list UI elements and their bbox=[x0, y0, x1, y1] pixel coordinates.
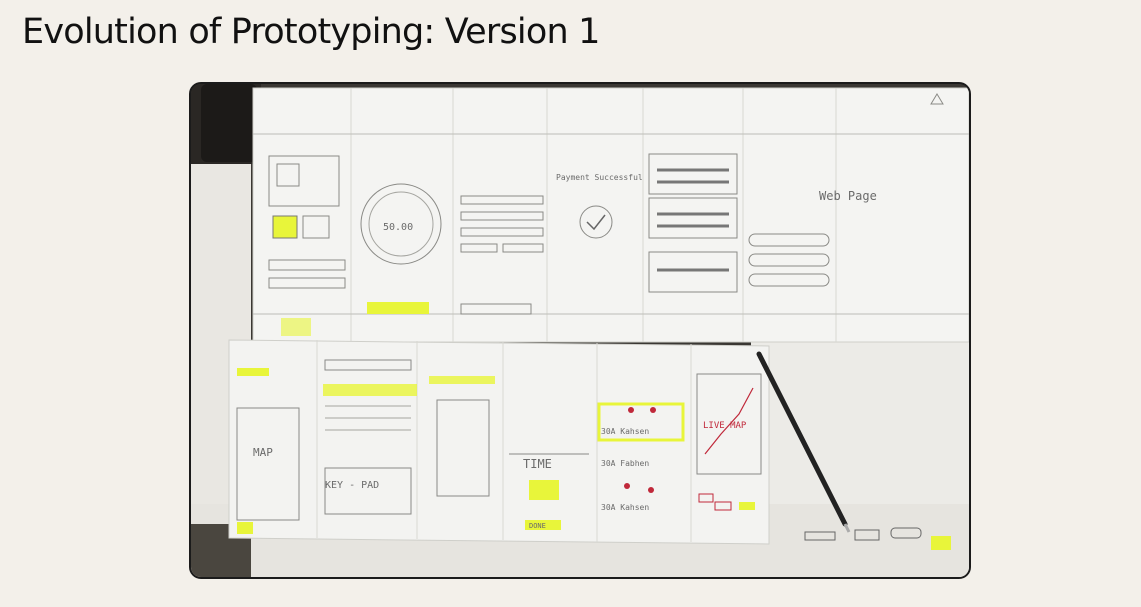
sketch-amount: 50.00 bbox=[383, 222, 413, 233]
sketch-route-1: 30A Kahsen bbox=[601, 427, 649, 436]
pencil bbox=[756, 351, 851, 533]
sketch-keypad: KEY - PAD bbox=[325, 480, 379, 491]
sketch-map: MAP bbox=[253, 446, 273, 459]
paper-prototype-sketches: 50.00 Payment Successful bbox=[191, 84, 969, 577]
page-title: Evolution of Prototyping: Version 1 bbox=[22, 12, 600, 52]
sketch-live-map: LIVE MAP bbox=[703, 421, 747, 431]
sketch-route-2: 30A Fabhen bbox=[601, 459, 649, 468]
prototype-photo: 50.00 Payment Successful bbox=[189, 82, 971, 579]
sketch-payment: Payment Successful bbox=[556, 173, 643, 182]
top-prototype-strip: 50.00 Payment Successful bbox=[252, 87, 969, 343]
sketch-done: DONE bbox=[529, 522, 546, 530]
bottom-prototype-strip: MAP KEY - PAD TIME DONE 30A Kahsen bbox=[228, 339, 770, 545]
sketch-time: TIME bbox=[523, 457, 552, 471]
sketch-route-3: 30A Kahsen bbox=[601, 503, 649, 512]
sketch-web-page: Web Page bbox=[819, 189, 877, 203]
